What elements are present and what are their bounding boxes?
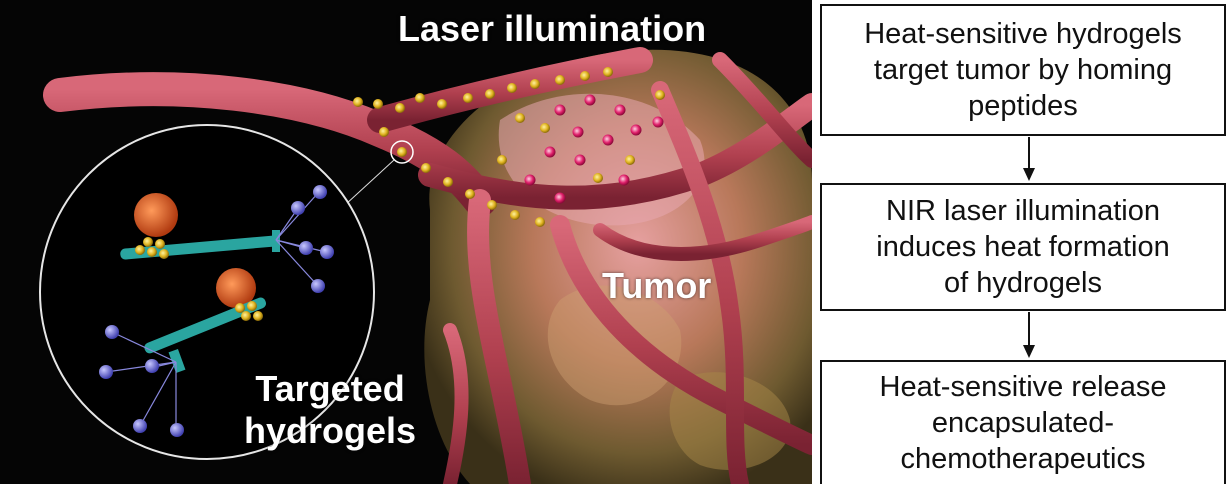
laser-illumination-label: Laser illumination: [398, 8, 706, 50]
targeted-hydrogels-label-line: hydrogels: [244, 410, 416, 452]
targeted-hydrogels-label: Targeted hydrogels: [244, 368, 416, 452]
flow-step-text: Heat-sensitive release: [880, 369, 1167, 405]
flow-step-text: peptides: [864, 88, 1182, 124]
flow-step-text: target tumor by homing: [864, 52, 1182, 88]
flow-arrow-down: [1022, 312, 1036, 359]
flow-step-box: Heat-sensitive release encapsulated- che…: [820, 360, 1226, 484]
targeted-hydrogels-label-line: Targeted: [244, 368, 416, 410]
flow-step-box: Heat-sensitive hydrogels target tumor by…: [820, 4, 1226, 136]
flow-step-text: of hydrogels: [876, 265, 1169, 301]
flow-step-text: induces heat formation: [876, 229, 1169, 265]
flow-step-text: Heat-sensitive hydrogels: [864, 16, 1182, 52]
flow-step-text: chemotherapeutics: [880, 441, 1167, 477]
tumor-label: Tumor: [602, 265, 711, 307]
flow-arrow-down: [1022, 137, 1036, 182]
flow-step-box: NIR laser illumination induces heat form…: [820, 183, 1226, 311]
flow-step-text: encapsulated-: [880, 405, 1167, 441]
flow-step-text: NIR laser illumination: [876, 193, 1169, 229]
